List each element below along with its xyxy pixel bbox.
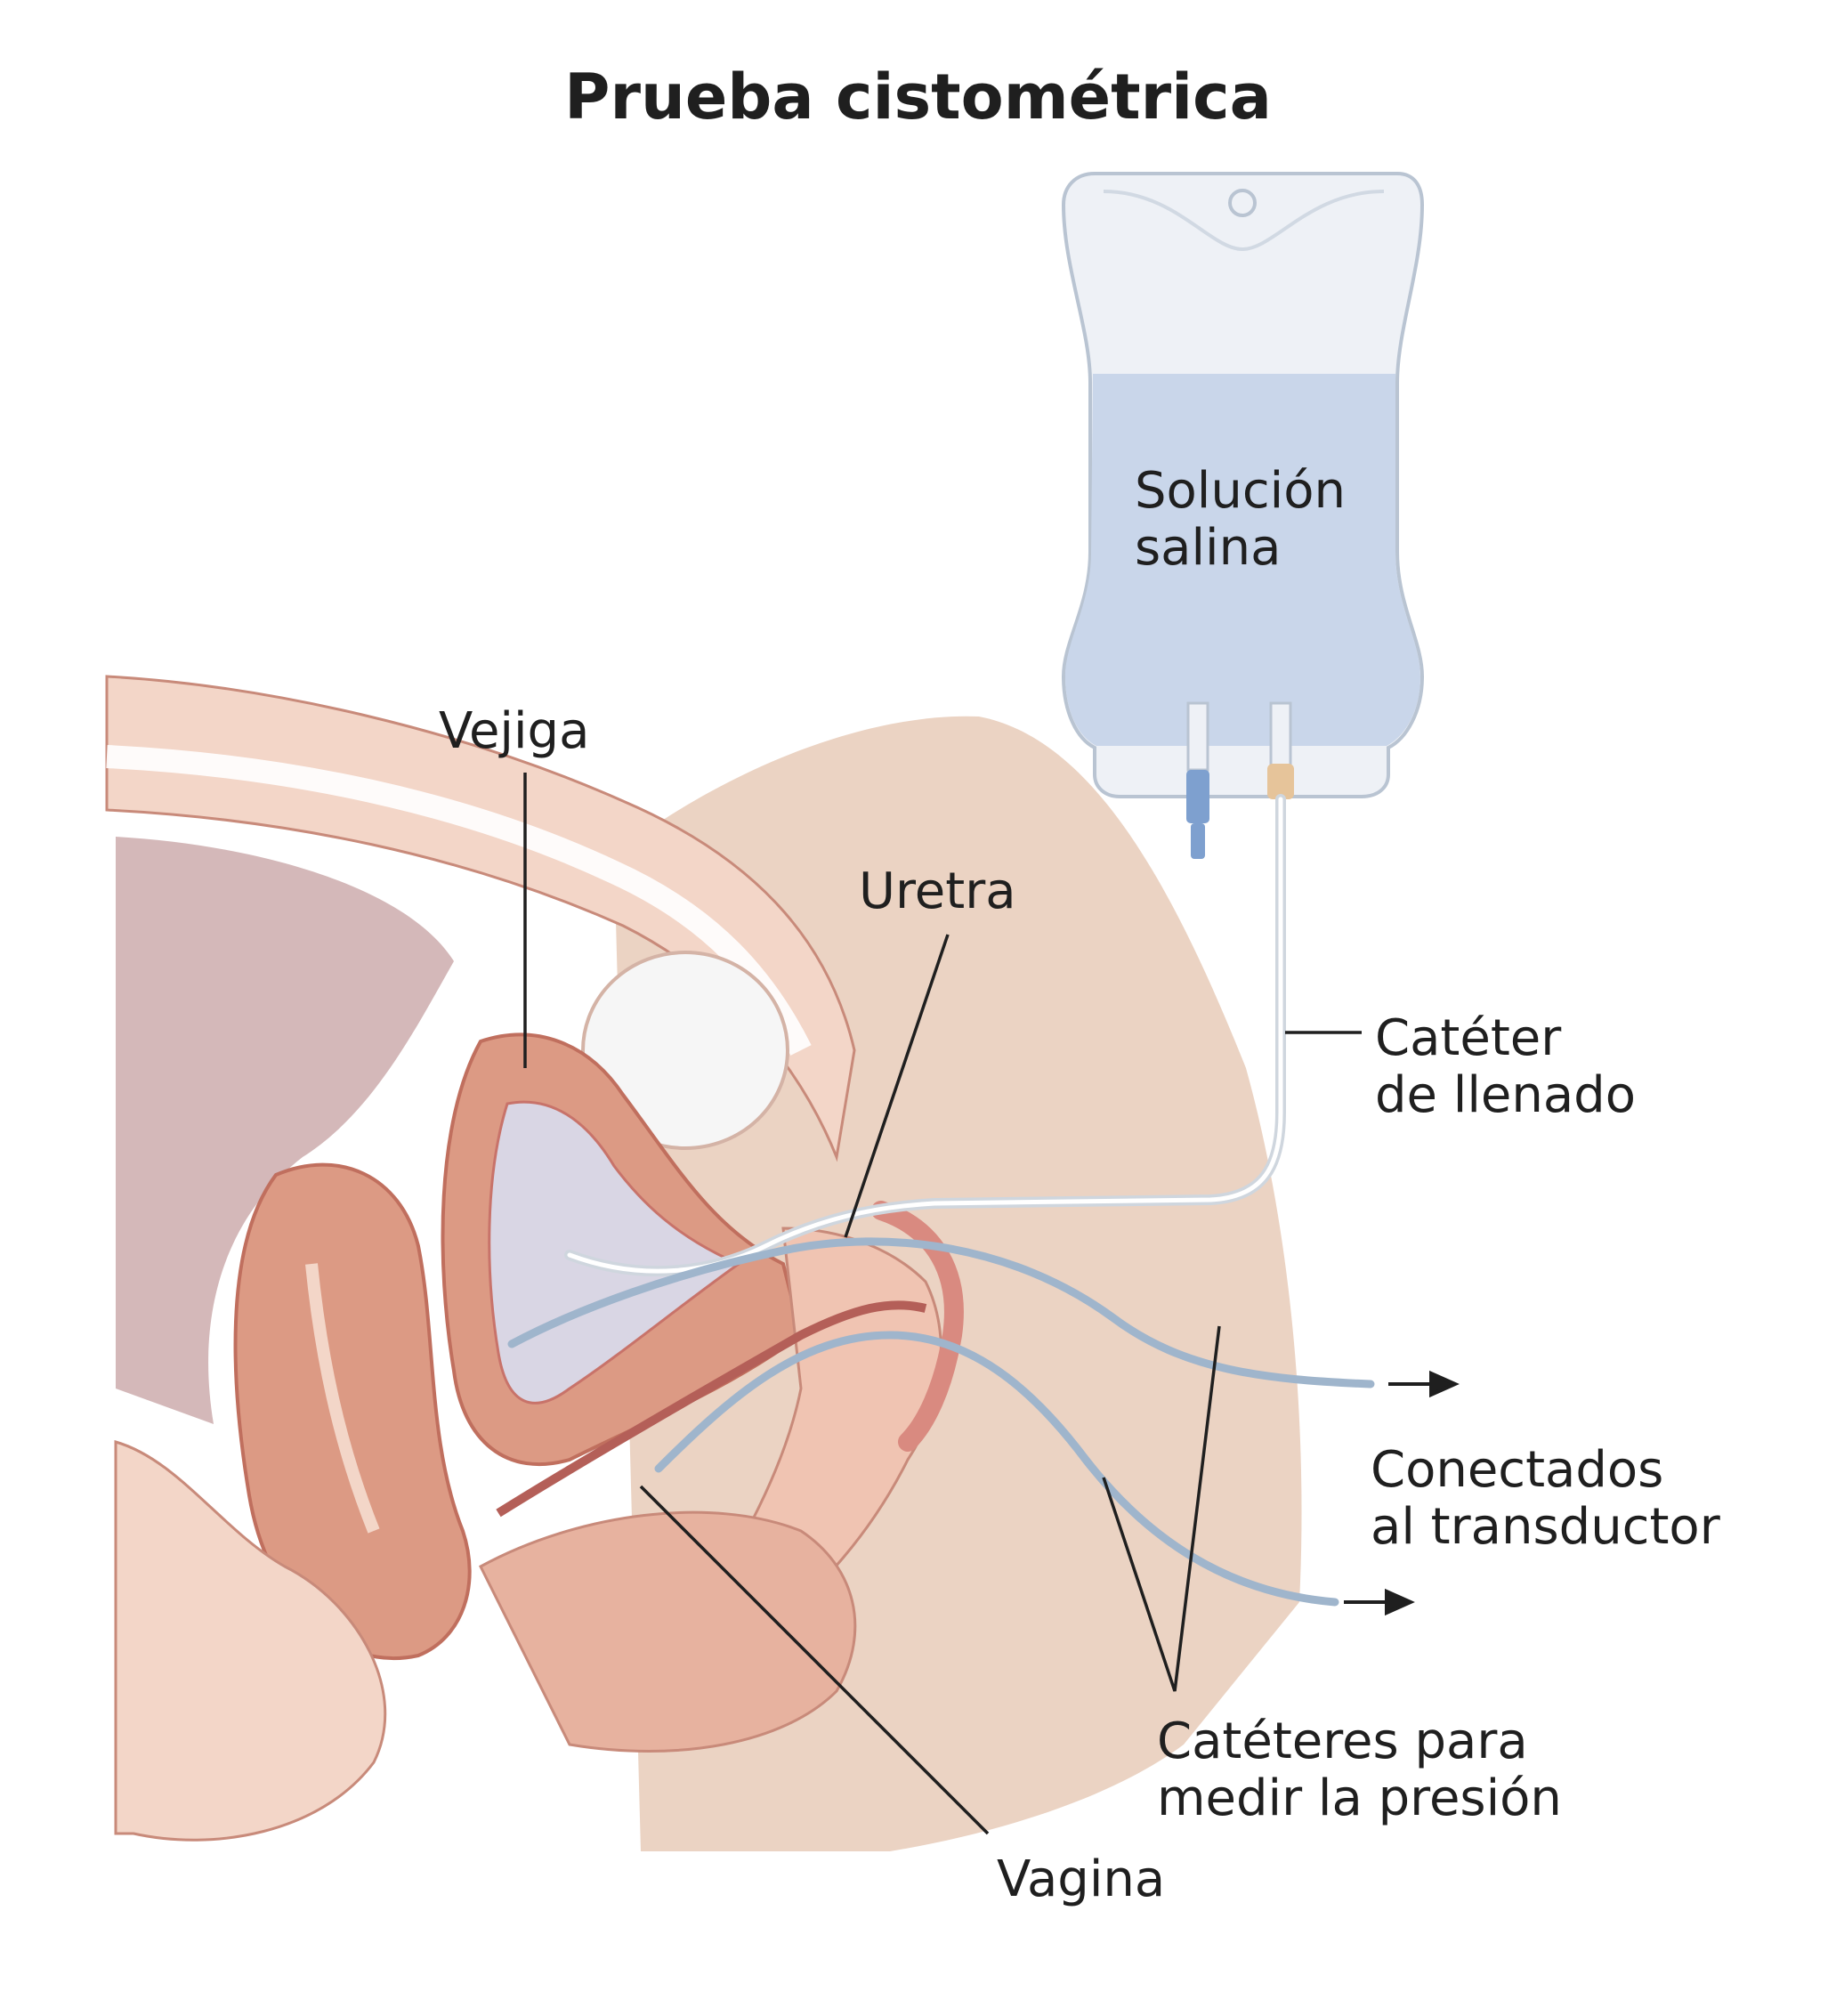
leader-vagina [639,1485,990,1835]
label-urethra: Uretra [859,862,1016,920]
rectum [479,1510,857,1753]
label-saline-line1: Solución [1135,462,1346,520]
label-pressure-line2: medir la presión [1157,1769,1562,1827]
labia [871,1201,964,1452]
leader-urethra [844,934,950,1238]
arrow-upper [1388,1370,1460,1398]
pressure-catheter-vagina [654,1331,1339,1607]
label-connected: Conectados al transductor [1371,1442,1720,1556]
bowel-loops [114,1440,387,1842]
abdominal-cavity [116,837,454,1424]
leader-lines [523,773,1362,1835]
abdominal-wall [105,675,856,1162]
connector-tan [1267,764,1294,799]
arrow-lower [1344,1588,1415,1616]
label-pressure-line1: Catéteres para [1157,1712,1528,1770]
port-left [1186,701,1209,772]
label-saline-line2: salina [1135,519,1282,577]
leader-pressure [1102,1325,1221,1692]
label-filling-line1: Catéter [1375,1009,1562,1067]
label-filling-line2: de llenado [1375,1066,1636,1124]
port-right [1269,701,1292,772]
label-connected-line1: Conectados [1371,1441,1664,1499]
vaginal-canal [496,1300,927,1518]
uterus [233,1162,472,1661]
uterine-cavity [305,1263,380,1534]
connector-blue [1186,770,1209,823]
label-saline: Solución salina [1135,463,1346,577]
pressure-catheter-bladder [507,1237,1375,1389]
hanger-hole [1228,189,1257,217]
label-filling-catheter: Catéter de llenado [1375,1010,1636,1124]
connector-blue-tip [1191,823,1205,859]
label-connected-line2: al transductor [1371,1498,1720,1556]
label-pressure-catheters: Catéteres para medir la presión [1157,1713,1562,1827]
filling-catheter-core [567,797,1283,1274]
pubic-bone [581,951,789,1150]
label-bladder: Vejiga [439,702,590,760]
saline-fluid [1065,374,1420,746]
label-vagina: Vagina [997,1850,1166,1908]
bag-seal [1103,190,1385,252]
page-title: Prueba cistométrica [564,61,1272,134]
